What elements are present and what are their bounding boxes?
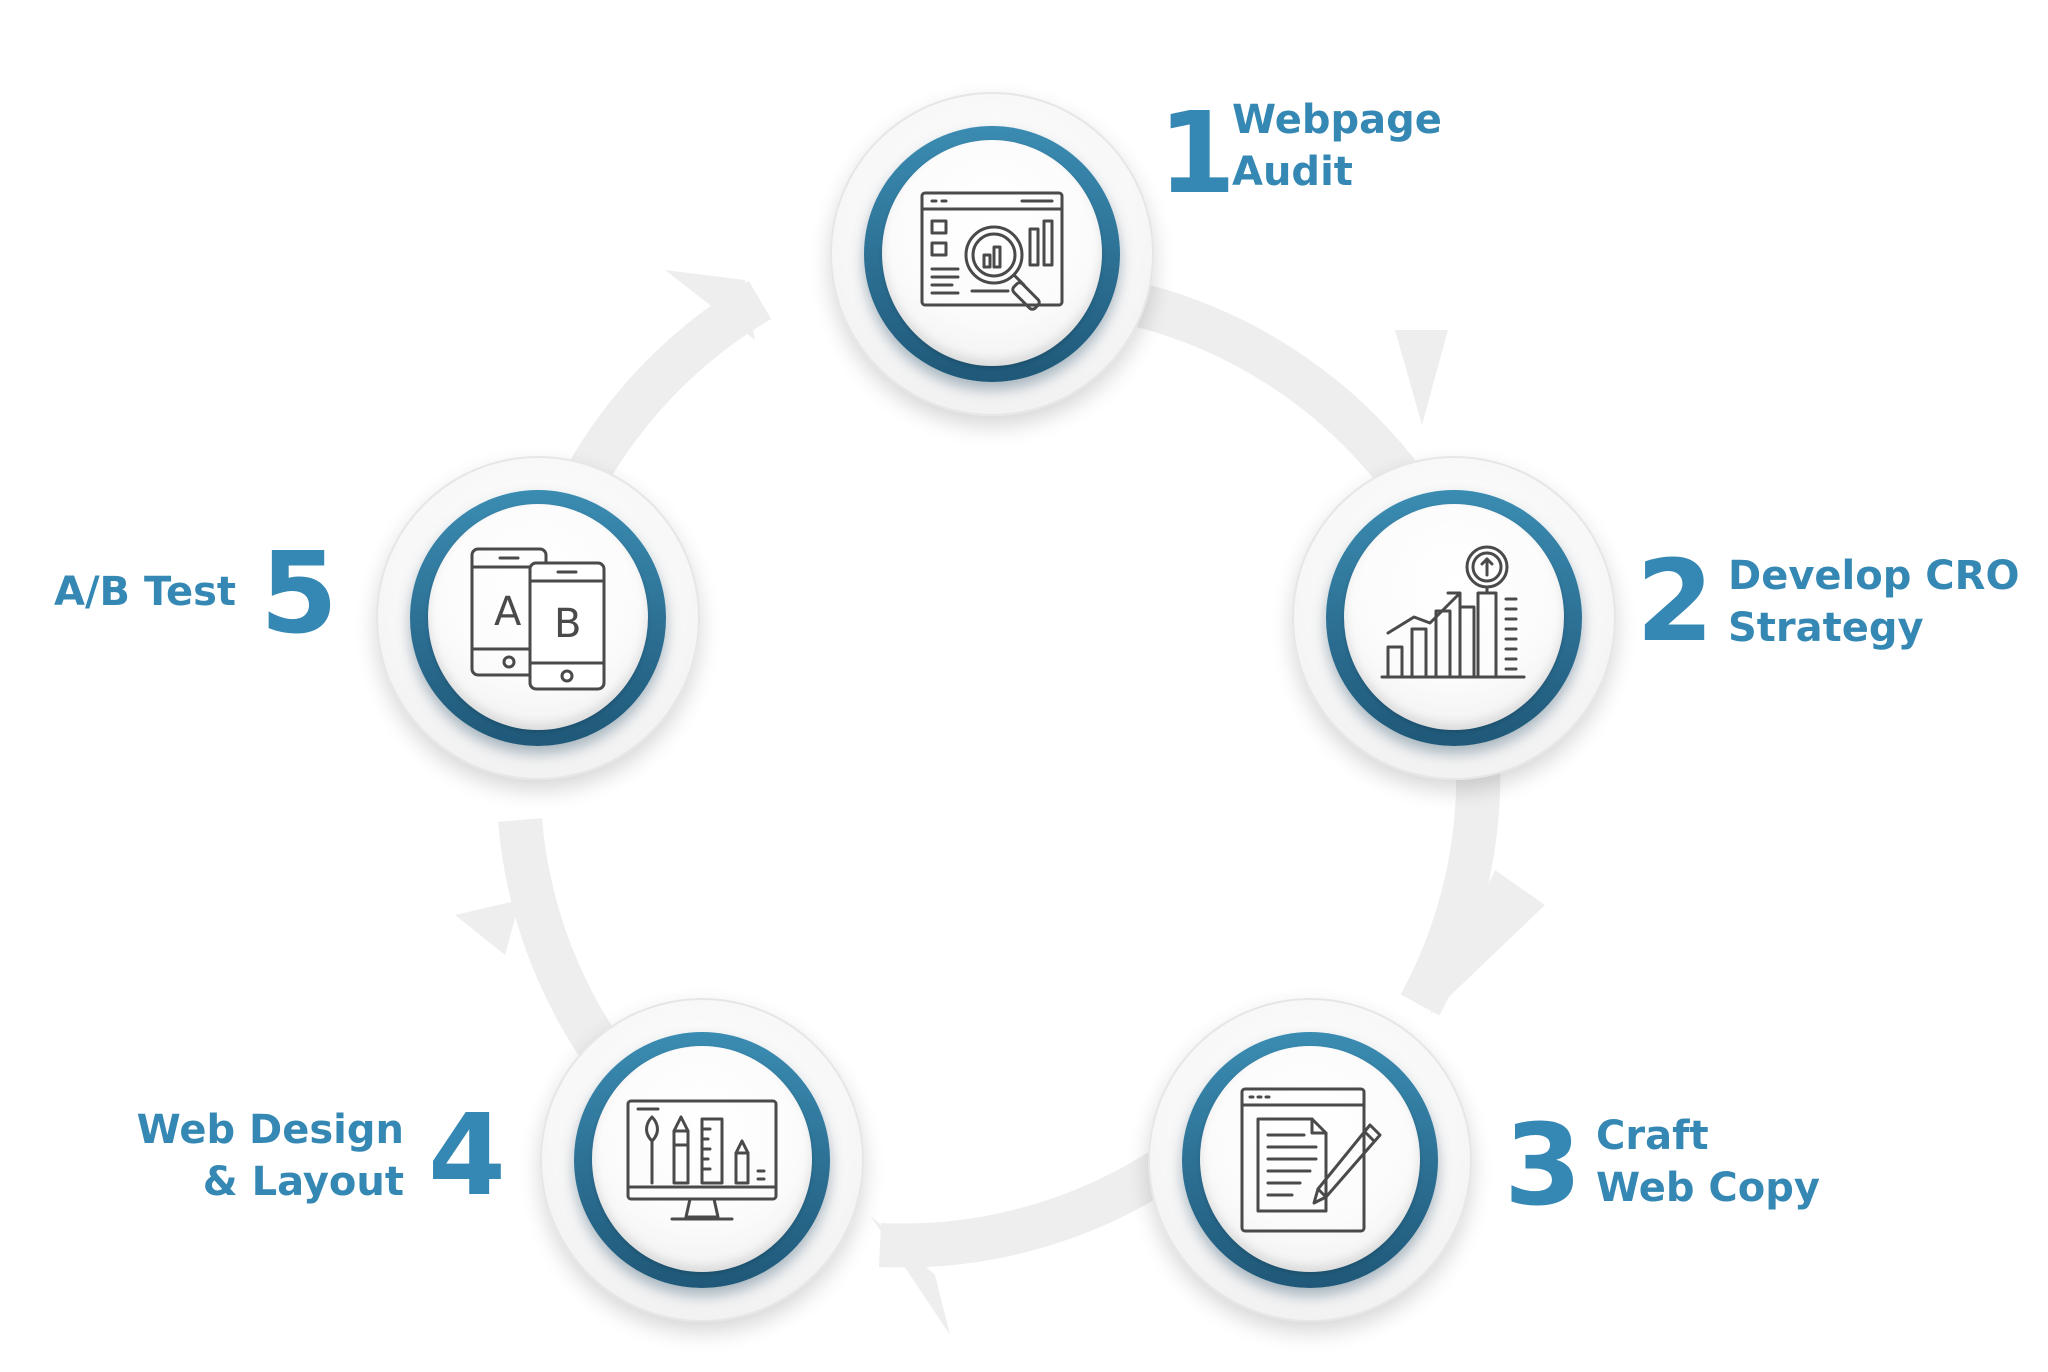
step-3-face: [1200, 1046, 1420, 1272]
step-3-label: Craft Web Copy: [1596, 1110, 1820, 1214]
step-2-label-line2: Strategy: [1728, 605, 1924, 651]
cycle-arrowhead: [870, 1215, 950, 1335]
document-pencil-icon: [1240, 1087, 1382, 1233]
step-2-node: [1292, 456, 1616, 780]
step-4-number: 4: [428, 1091, 506, 1221]
step-1-label: Webpage Audit: [1232, 94, 1442, 198]
step-5-label-line1: A/B Test: [53, 569, 236, 615]
step-5-ring: A B: [410, 490, 666, 746]
step-1-ring: [864, 126, 1120, 382]
cycle-arrowhead: [665, 270, 755, 340]
step-5-node: A B: [376, 456, 700, 780]
step-1-label-line2: Audit: [1232, 149, 1353, 195]
growth-chart-icon: [1380, 545, 1526, 679]
step-2-label-line1: Develop CRO: [1728, 553, 2020, 599]
step-3-ring: [1182, 1032, 1438, 1288]
cycle-arrowhead: [455, 900, 520, 955]
design-monitor-icon: [626, 1099, 778, 1221]
step-4-node: [540, 998, 864, 1322]
step-2-ring: [1326, 490, 1582, 746]
step-1-number: 1: [1158, 89, 1236, 219]
step-2-face: [1344, 504, 1564, 730]
step-3-number: 3: [1504, 1101, 1582, 1231]
step-4-label: Web Design & Layout: [137, 1104, 404, 1208]
step-1-face: [882, 140, 1102, 366]
webpage-audit-icon: [920, 191, 1064, 311]
step-5-face: A B: [428, 504, 648, 730]
step-3-label-line1: Craft: [1596, 1113, 1709, 1159]
variant-b-letter: B: [554, 601, 581, 647]
step-4-label-line2: & Layout: [202, 1159, 404, 1205]
step-1-node: [830, 92, 1154, 416]
step-2-number: 2: [1636, 537, 1714, 667]
step-4-ring: [574, 1032, 830, 1288]
step-3-label-line2: Web Copy: [1596, 1165, 1820, 1211]
step-5-label: A/B Test: [54, 566, 236, 618]
step-2-label: Develop CRO Strategy: [1728, 550, 2019, 654]
step-4-face: [592, 1046, 812, 1272]
ab-test-phones-icon: A B: [470, 547, 606, 691]
step-1-label-line1: Webpage: [1232, 97, 1442, 143]
variant-a-letter: A: [494, 589, 522, 635]
cycle-arrowhead: [1395, 330, 1448, 425]
step-4-label-line1: Web Design: [136, 1107, 404, 1153]
step-3-node: [1148, 998, 1472, 1322]
cycle-arrowhead: [1430, 870, 1545, 1015]
step-5-number: 5: [260, 529, 338, 659]
